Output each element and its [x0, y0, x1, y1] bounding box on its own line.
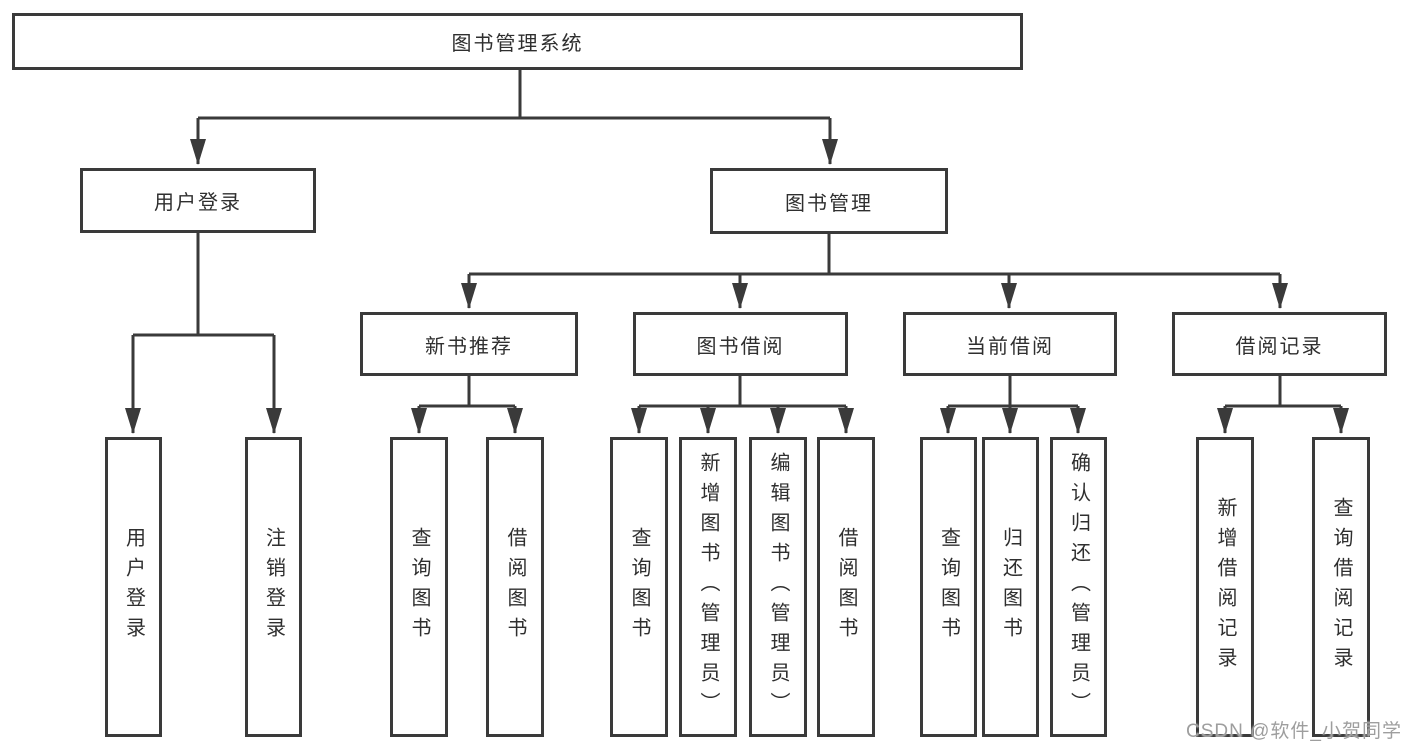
- node-label: 当前借阅: [966, 335, 1054, 358]
- node-borrow-records: 借阅记录: [1172, 312, 1387, 376]
- node-book-borrow: 图书借阅: [633, 312, 848, 376]
- leaf-label: 查询图书: [628, 527, 650, 647]
- leaf-query-books-recommend: 查询图书: [390, 437, 448, 737]
- node-user-login: 用户登录: [80, 168, 316, 233]
- leaf-label: 确认归还（管理员）: [1067, 452, 1090, 722]
- node-label: 新书推荐: [425, 335, 513, 358]
- leaf-confirm-return-admin: 确认归还（管理员）: [1050, 437, 1107, 737]
- leaf-label: 新增图书（管理员）: [697, 452, 719, 722]
- leaf-label: 借阅图书: [504, 527, 526, 647]
- node-book-management: 图书管理: [710, 168, 948, 234]
- leaf-label: 用户登录: [122, 527, 145, 647]
- leaf-query-books-borrow: 查询图书: [610, 437, 668, 737]
- node-label: 借阅记录: [1235, 335, 1324, 358]
- leaf-query-books-current: 查询图书: [920, 437, 977, 737]
- node-current-borrow: 当前借阅: [903, 312, 1117, 376]
- leaf-query-borrow-record: 查询借阅记录: [1312, 437, 1370, 737]
- node-book-management-system: 图书管理系统: [12, 13, 1023, 70]
- leaf-add-borrow-record: 新增借阅记录: [1196, 437, 1254, 737]
- leaf-borrow-books-recommend: 借阅图书: [486, 437, 544, 737]
- leaf-label: 归还图书: [999, 527, 1022, 647]
- leaf-label: 注销登录: [262, 527, 285, 647]
- leaf-label: 编辑图书（管理员）: [767, 452, 789, 722]
- node-label: 用户登录: [154, 192, 242, 214]
- leaf-edit-books-admin: 编辑图书（管理员）: [749, 437, 807, 737]
- leaf-borrow-books: 借阅图书: [817, 437, 875, 737]
- leaf-label: 新增借阅记录: [1214, 497, 1236, 677]
- leaf-label: 借阅图书: [835, 527, 857, 647]
- node-label: 图书借阅: [696, 335, 785, 358]
- node-label: 图书管理: [785, 192, 873, 215]
- node-label: 图书管理系统: [451, 33, 584, 55]
- watermark-text: CSDN @软件_小贺同学: [1186, 721, 1402, 742]
- node-new-book-recommend: 新书推荐: [360, 312, 578, 376]
- leaf-return-books: 归还图书: [982, 437, 1039, 737]
- leaf-user-login: 用户登录: [105, 437, 162, 737]
- leaf-label: 查询借阅记录: [1330, 497, 1352, 677]
- leaf-label: 查询图书: [408, 527, 430, 647]
- leaf-label: 查询图书: [937, 527, 960, 647]
- leaf-logout: 注销登录: [245, 437, 302, 737]
- leaf-add-books-admin: 新增图书（管理员）: [679, 437, 737, 737]
